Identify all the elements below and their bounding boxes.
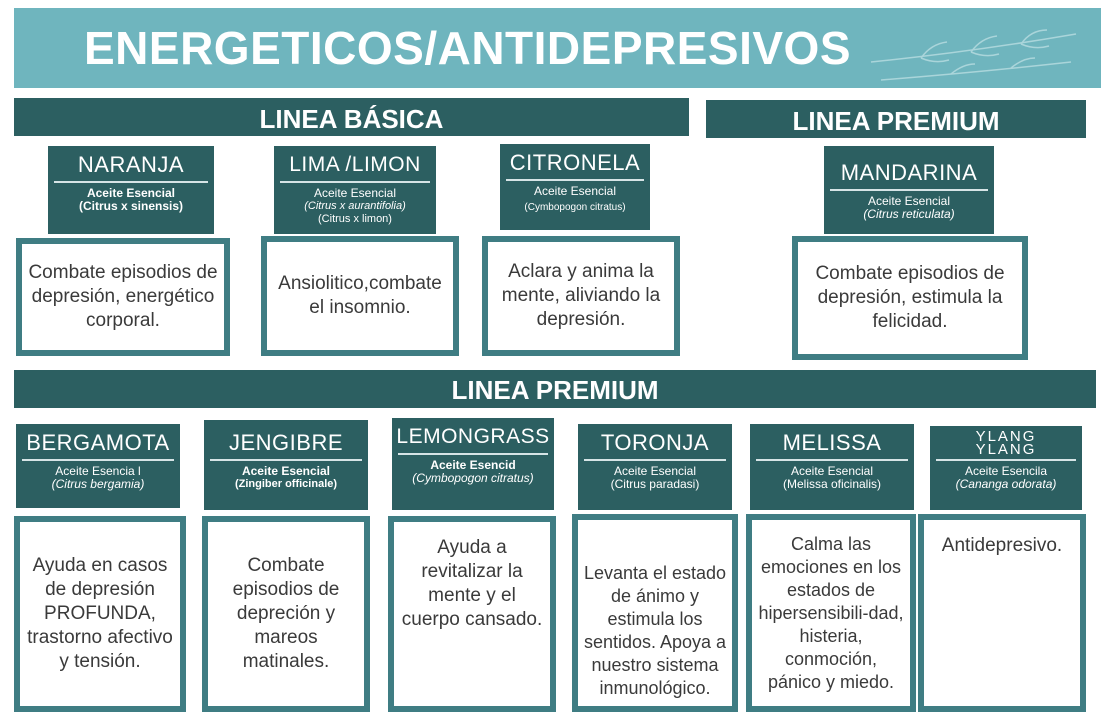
title-banner	[14, 8, 1101, 88]
card-scientific-name-2: (Citrus x limon)	[318, 213, 392, 225]
card-header-melissa: MELISSA Aceite Esencial (Melissa oficina…	[750, 424, 914, 510]
divider	[584, 459, 726, 461]
card-description-jengibre: Combate episodios de depreción y mareos …	[202, 516, 370, 712]
section-header-premium-top: LINEA PREMIUM	[706, 100, 1086, 138]
card-description-text: Levanta el estado de ánimo y estimula lo…	[583, 563, 727, 698]
divider	[506, 179, 644, 181]
card-description-text: Combate episodios de depresión, estimula…	[815, 263, 1005, 332]
card-subtitle: Aceite Esencia l	[55, 464, 141, 478]
card-header-lima-limon: LIMA /LIMON Aceite Esencial (Citrus x au…	[274, 146, 436, 234]
card-subtitle: Aceite Esencial	[241, 464, 331, 478]
card-name: NARANJA	[77, 152, 185, 177]
card-header-naranja: NARANJA Aceite Esencial (Citrus x sinens…	[48, 146, 214, 234]
card-description-text: Combate episodios de depresión, energéti…	[28, 262, 218, 331]
card-description-text: Aclara y anima la mente, aliviando la de…	[501, 261, 661, 330]
card-description-text: Ayuda a revitalizar la mente y el cuerpo…	[401, 537, 543, 630]
card-header-jengibre: JENGIBRE Aceite Esencial (Zingiber offic…	[204, 420, 368, 510]
card-description-text: Ansiolitico,combate el insomnio.	[278, 273, 442, 318]
card-scientific-name: (Zingiber officinale)	[234, 478, 338, 490]
card-subtitle: Aceite Esencial	[613, 464, 697, 478]
card-subtitle: Aceite Esencila	[964, 464, 1048, 478]
divider	[398, 453, 548, 455]
card-name: MANDARINA	[840, 160, 978, 185]
card-description-mandarina: Combate episodios de depresión, estimula…	[792, 236, 1028, 360]
card-subtitle: Aceite Esencid	[430, 458, 516, 472]
card-name: MELISSA	[782, 430, 882, 455]
card-subtitle: Aceite Esencial	[533, 184, 617, 198]
card-scientific-name: (Citrus paradasi)	[610, 477, 700, 491]
leaf-decoration-icon	[870, 29, 1077, 81]
section-header-basic: LINEA BÁSICA	[14, 98, 689, 136]
divider	[210, 459, 362, 461]
divider	[936, 459, 1076, 461]
card-name: LIMA /LIMON	[289, 153, 421, 176]
card-name: LEMONGRASS	[396, 425, 550, 448]
card-header-lemongrass: LEMONGRASS Aceite Esencid (Cymbopogon ci…	[392, 418, 554, 510]
card-description-text: Ayuda en casos de depresión PROFUNDA, tr…	[27, 555, 173, 672]
divider	[756, 459, 908, 461]
card-scientific-name: (Citrus x sinensis)	[78, 199, 184, 213]
divider	[830, 189, 988, 191]
card-name: BERGAMOTA	[26, 430, 170, 455]
card-scientific-name: (Melissa oficinalis)	[782, 477, 882, 491]
card-subtitle: Aceite Esencial	[867, 194, 951, 208]
card-header-ylang-ylang: YLANG YLANG Aceite Esencila (Cananga odo…	[930, 426, 1082, 510]
card-description-lima-limon: Ansiolitico,combate el insomnio.	[261, 236, 459, 356]
card-name: JENGIBRE	[228, 430, 344, 455]
card-description-naranja: Combate episodios de depresión, energéti…	[16, 238, 230, 356]
card-description-melissa: Calma las emociones en los estados de hi…	[746, 514, 916, 712]
card-subtitle: Aceite Esencial	[790, 464, 874, 478]
card-description-toronja: Levanta el estado de ánimo y estimula lo…	[572, 514, 738, 712]
card-description-ylang-ylang: Antidepresivo.	[918, 514, 1086, 712]
card-scientific-name: (Citrus x aurantifolia)	[304, 200, 406, 212]
divider	[22, 459, 174, 461]
card-scientific-name: (Citrus reticulata)	[863, 207, 955, 221]
card-scientific-name: (Cananga odorata)	[955, 477, 1057, 491]
card-scientific-name: (Cymbopogon citratus)	[524, 202, 626, 213]
card-description-citronela: Aclara y anima la mente, aliviando la de…	[482, 236, 680, 356]
card-header-citronela: CITRONELA Aceite Esencial (Cymbopogon ci…	[500, 144, 650, 230]
card-name: CITRONELA	[509, 150, 641, 175]
card-header-mandarina: MANDARINA Aceite Esencial (Citrus reticu…	[824, 146, 994, 234]
card-description-text: Combate episodios de depreción y mareos …	[232, 555, 340, 672]
card-description-lemongrass: Ayuda a revitalizar la mente y el cuerpo…	[388, 516, 556, 712]
card-scientific-name: (Cymbopogon citratus)	[412, 471, 534, 485]
card-description-bergamota: Ayuda en casos de depresión PROFUNDA, tr…	[14, 516, 186, 712]
section-header-premium-bottom: LINEA PREMIUM	[14, 370, 1096, 408]
card-header-toronja: TORONJA Aceite Esencial (Citrus paradasi…	[578, 424, 732, 510]
card-header-bergamota: BERGAMOTA Aceite Esencia l (Citrus berga…	[16, 424, 180, 508]
card-subtitle: Aceite Esencial	[86, 186, 176, 200]
page-title: ENERGETICOS/ANTIDEPRESIVOS	[84, 22, 852, 74]
card-name: YLANG YLANG	[975, 428, 1037, 458]
card-scientific-name: (Citrus bergamia)	[51, 477, 145, 491]
divider	[280, 181, 430, 183]
card-description-text: Calma las emociones en los estados de hi…	[758, 533, 904, 692]
card-name: TORONJA	[600, 430, 710, 455]
card-subtitle: Aceite Esencial	[313, 186, 397, 200]
card-description-text: Antidepresivo.	[941, 535, 1063, 556]
divider	[54, 181, 208, 183]
